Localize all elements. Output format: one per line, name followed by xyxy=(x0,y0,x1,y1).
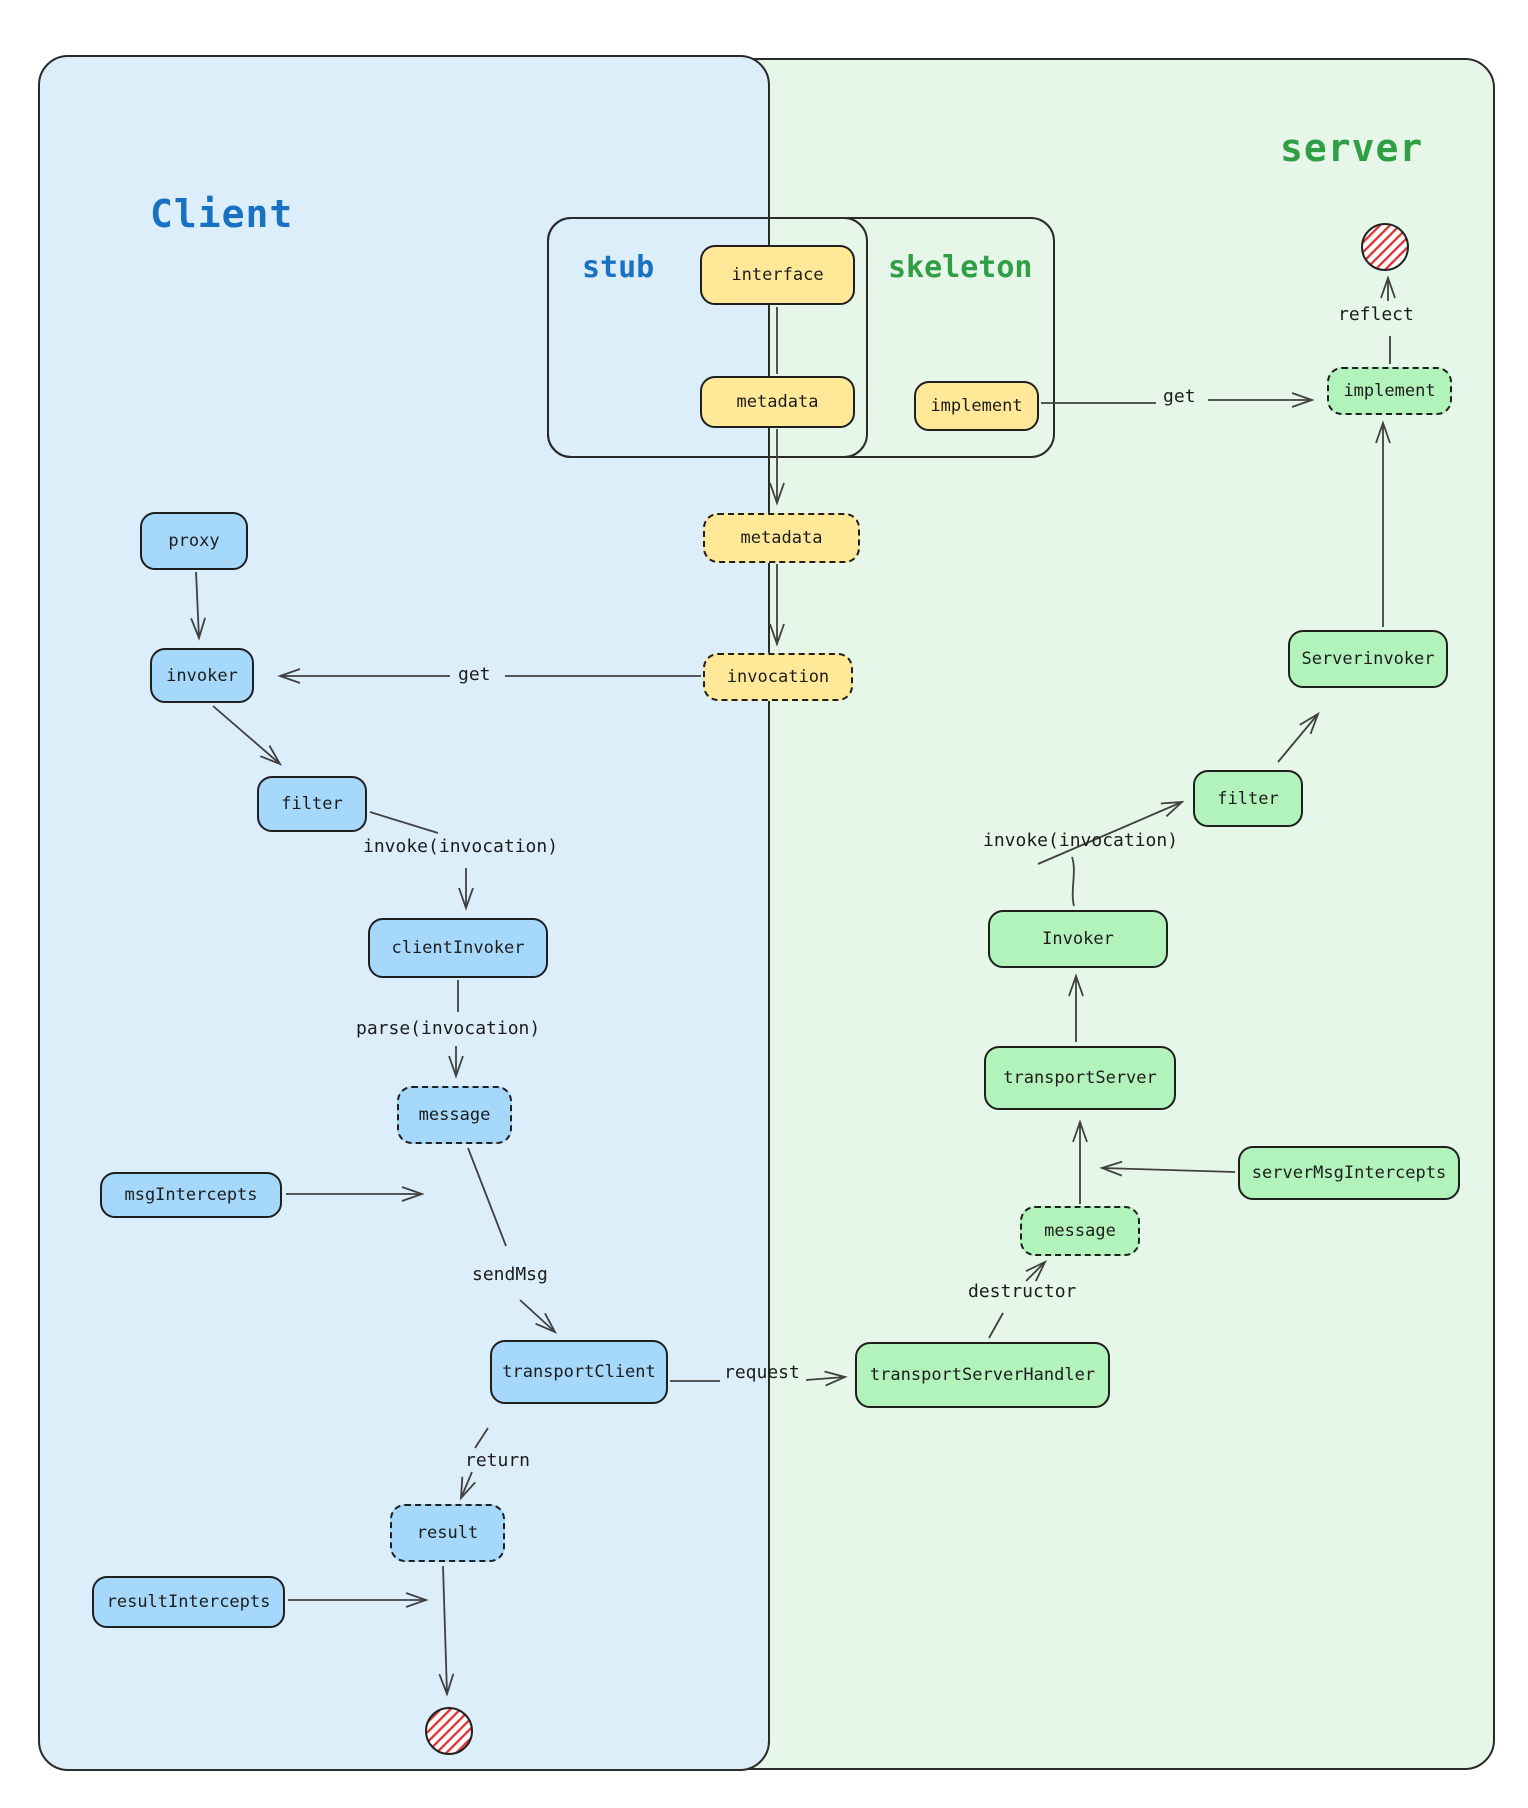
node-implement-stub: implement xyxy=(914,381,1039,431)
client-panel xyxy=(38,55,770,1771)
node-message-client: message xyxy=(397,1086,512,1144)
node-server-msg-intercepts: serverMsgIntercepts xyxy=(1238,1146,1460,1200)
node-interface: interface xyxy=(700,245,855,305)
edge-label-reflect: reflect xyxy=(1338,304,1414,325)
edge-label-get-right: get xyxy=(1163,386,1196,407)
node-metadata: metadata xyxy=(700,376,855,428)
node-invocation: invocation xyxy=(703,653,853,701)
edge-label-destructor: destructor xyxy=(968,1281,1077,1302)
server-title: server xyxy=(1280,126,1424,170)
stub-label: stub xyxy=(582,250,655,285)
edge-label-send-msg: sendMsg xyxy=(472,1264,548,1285)
node-invoker: invoker xyxy=(150,648,254,703)
edge-label-invoke-client: invoke(invocation) xyxy=(363,836,559,857)
node-result-intercepts: resultIntercepts xyxy=(92,1576,285,1628)
node-filter-server: filter xyxy=(1193,770,1303,827)
node-proxy: proxy xyxy=(140,512,248,570)
node-implement-server: implement xyxy=(1327,367,1452,415)
client-title: Client xyxy=(150,192,294,236)
node-transport-server-handler: transportServerHandler xyxy=(855,1342,1110,1408)
edge-label-get-left: get xyxy=(458,664,491,685)
edge-label-return: return xyxy=(465,1450,531,1471)
stub-box xyxy=(547,217,868,458)
node-transport-server: transportServer xyxy=(984,1046,1176,1110)
node-filter-client: filter xyxy=(257,776,367,832)
node-server-invoker: Serverinvoker xyxy=(1288,630,1448,688)
node-client-invoker: clientInvoker xyxy=(368,918,548,978)
skeleton-label: skeleton xyxy=(888,250,1033,285)
node-metadata-copy: metadata xyxy=(703,513,860,563)
node-msg-intercepts: msgIntercepts xyxy=(100,1172,282,1218)
node-result: result xyxy=(390,1504,505,1562)
edge-label-invoke-server: invoke(invocation) xyxy=(983,830,1179,851)
edge-label-request: request xyxy=(724,1362,800,1383)
edge-label-parse: parse(invocation) xyxy=(356,1018,541,1039)
node-invoker-server: Invoker xyxy=(988,910,1168,968)
node-message-server: message xyxy=(1020,1206,1140,1256)
node-transport-client: transportClient xyxy=(490,1340,668,1404)
